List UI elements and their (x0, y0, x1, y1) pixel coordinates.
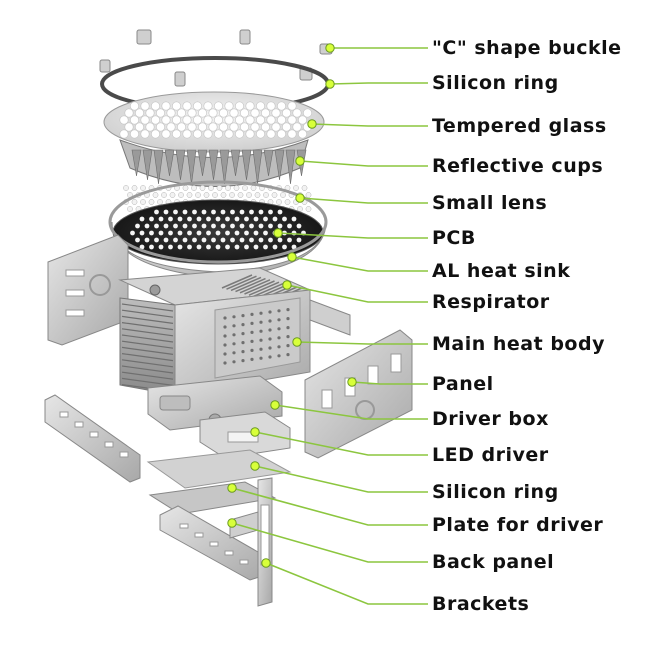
leader-line (296, 341, 428, 345)
main-heat-body (119, 289, 311, 396)
leader-dot (250, 427, 260, 437)
al-heat-sink (108, 180, 328, 279)
leader-line (329, 82, 428, 85)
lower-silicon-ring (146, 449, 292, 489)
leader-line (231, 522, 428, 563)
leader-line (231, 487, 428, 526)
label-c-shape-buckle: "C" shape buckle (432, 37, 622, 59)
c-shape-buckles (99, 29, 333, 87)
leader-line (277, 232, 428, 239)
leader-dot (292, 337, 302, 347)
left-lower-bracket (44, 394, 141, 483)
leader-line (299, 197, 428, 204)
label-plate-for-driver: Plate for driver (432, 514, 604, 536)
leader-line (254, 465, 428, 493)
leader-line (265, 562, 428, 605)
leader-dot (273, 228, 283, 238)
label-reflective-cups: Reflective cups (432, 155, 604, 177)
leader-dot (282, 280, 292, 290)
tempered-glass (103, 91, 325, 153)
plate-for-driver (148, 481, 277, 515)
respirator (118, 267, 312, 306)
leader-dot (295, 156, 305, 166)
leader-line (291, 256, 428, 272)
callout-leaders (227, 43, 428, 605)
reflective-cups (119, 139, 309, 187)
label-al-heat-sink: AL heat sink (432, 260, 571, 282)
label-panel: Panel (432, 373, 494, 395)
label-driver-box: Driver box (432, 408, 549, 430)
leader-dot (287, 252, 297, 262)
leader-dot (227, 518, 237, 528)
label-silicon-ring-bottom: Silicon ring (432, 481, 559, 503)
leader-dot (325, 79, 335, 89)
leader-dot (307, 119, 317, 129)
leader-dot (295, 193, 305, 203)
leader-line (351, 381, 428, 385)
leader-dot (250, 461, 260, 471)
leader-line (299, 160, 428, 167)
brackets (229, 477, 273, 607)
label-tempered-glass: Tempered glass (432, 115, 607, 137)
leader-line (274, 404, 428, 420)
label-small-lens: Small lens (432, 192, 548, 214)
leader-line (254, 431, 428, 456)
label-main-heat-body: Main heat body (432, 333, 605, 355)
left-side-panel (47, 234, 129, 346)
led-driver (199, 411, 291, 459)
leader-dot (270, 400, 280, 410)
leader-dot (227, 483, 237, 493)
leader-line (311, 123, 428, 127)
leader-dot (325, 43, 335, 53)
label-back-panel: Back panel (432, 551, 555, 573)
label-respirator: Respirator (432, 291, 550, 313)
leader-dot (347, 377, 357, 387)
leader-dot (261, 558, 271, 568)
label-led-driver: LED driver (432, 444, 549, 466)
label-brackets: Brackets (432, 593, 530, 615)
right-upper-panel (309, 299, 351, 336)
label-silicon-ring-top: Silicon ring (432, 72, 559, 94)
right-panel (304, 329, 413, 459)
leader-line (286, 284, 428, 303)
label-pcb: PCB (432, 227, 476, 249)
